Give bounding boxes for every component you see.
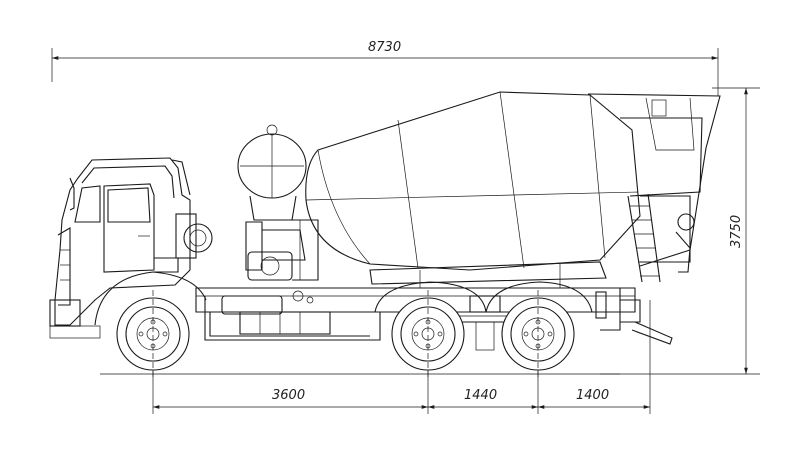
axle-1-to-axle-2-label: 1440	[464, 388, 497, 403]
axle-centerlines	[152, 290, 539, 380]
axle-2-to-rear-label: 1400	[576, 388, 609, 403]
water-tank	[237, 124, 307, 271]
dimension-overall-length: 8730	[51, 40, 719, 96]
rear-ladder	[627, 193, 661, 283]
front-fender	[94, 271, 207, 326]
loading-hopper	[587, 93, 721, 273]
dimension-wheelbase-row: 3600 1440 1400	[152, 300, 651, 414]
dimension-overall-height: 3750	[600, 87, 760, 375]
mixer-drum	[305, 91, 641, 288]
wheel-rear-1	[391, 297, 465, 371]
rear-fender	[374, 281, 593, 313]
hydraulic-pump	[247, 219, 319, 281]
truck-cab	[49, 157, 213, 339]
overall-height-label: 3750	[729, 215, 744, 248]
front-to-axle-1-label: 3600	[272, 388, 305, 403]
overall-length-label: 8730	[368, 40, 401, 55]
chassis-frame	[195, 287, 673, 345]
